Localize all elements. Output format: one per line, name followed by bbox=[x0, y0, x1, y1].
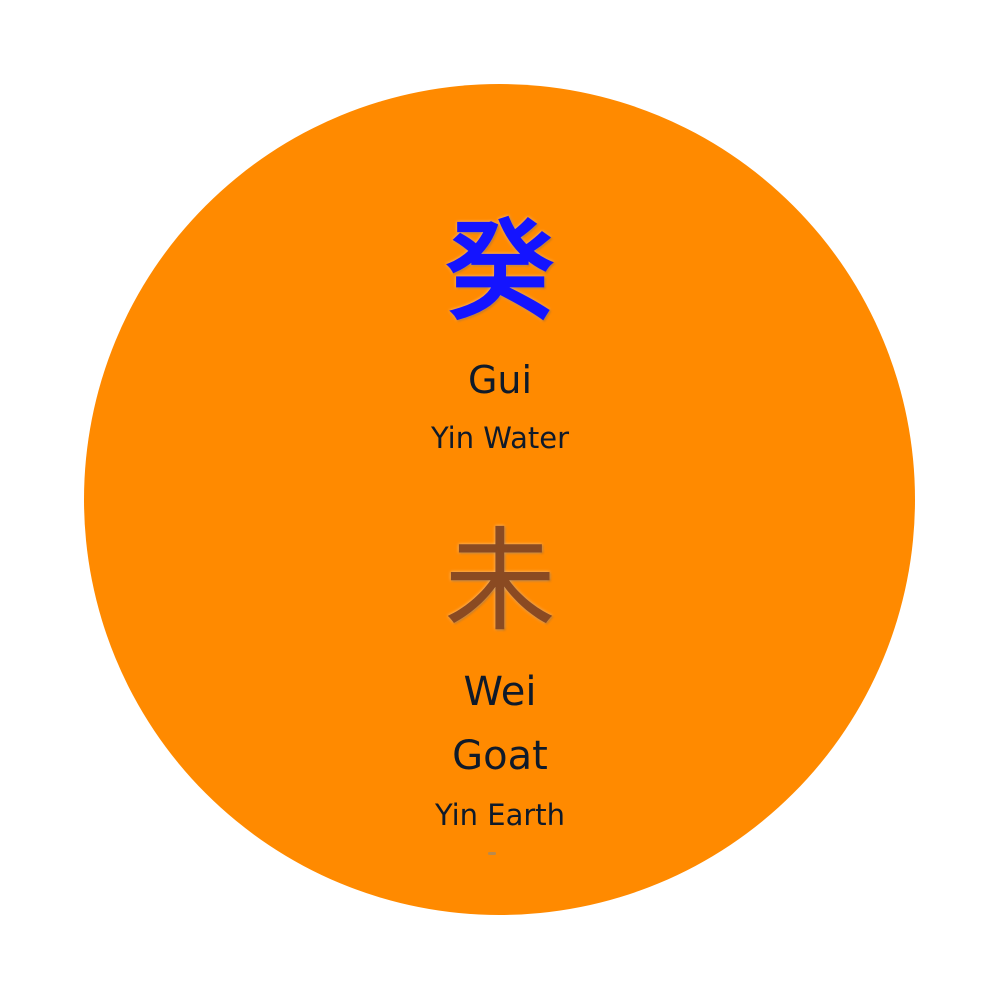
earthly-branch-character: 未 bbox=[444, 517, 556, 647]
heavenly-stem-element: Yin Water bbox=[430, 421, 570, 455]
heavenly-stem-name: Gui bbox=[467, 358, 533, 402]
earthly-branch-animal: Goat bbox=[452, 733, 548, 779]
decorative-dot bbox=[488, 852, 496, 855]
earthly-branch-name: Wei bbox=[463, 669, 537, 715]
heavenly-stem-character: 癸 bbox=[445, 209, 554, 335]
earthly-branch-element: Yin Earth bbox=[434, 798, 566, 832]
orange-disc bbox=[84, 84, 915, 915]
